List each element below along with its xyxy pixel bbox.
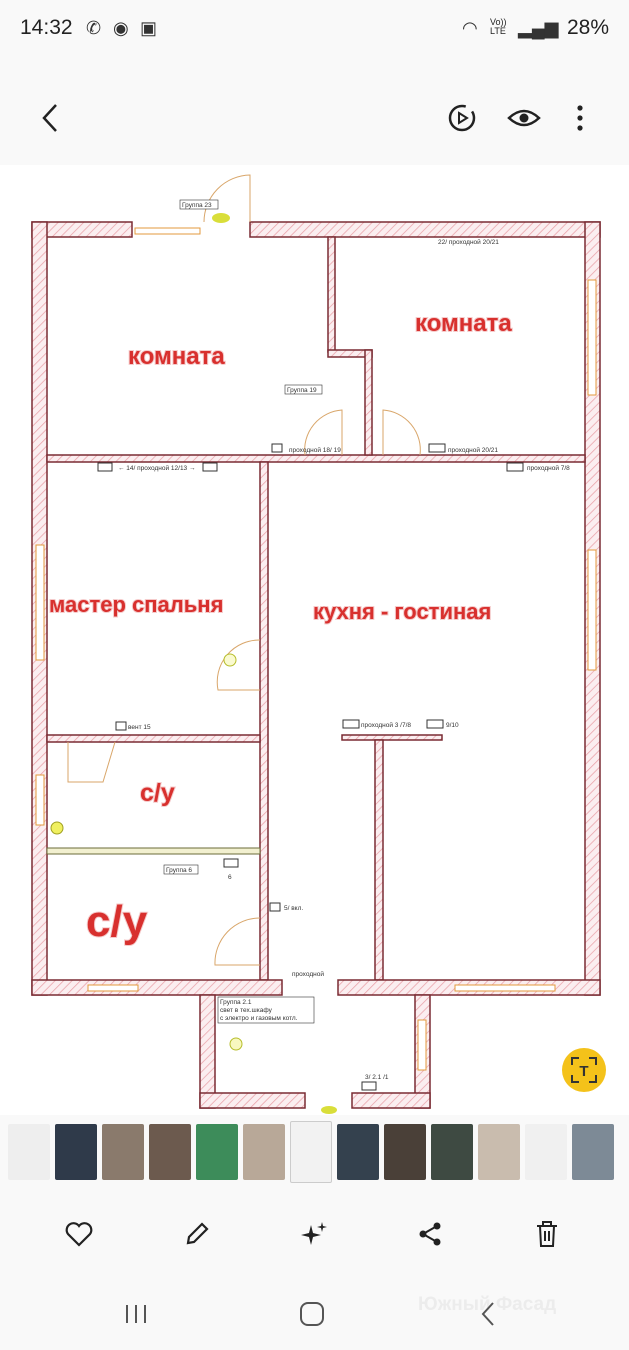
status-bar: 14:32 ✆ ◉ ▣ ◠ Vo)) LTE ▂▄▆ 28% [0,0,629,56]
battery-level: 28% [566,16,609,39]
thumbnail[interactable] [149,1124,191,1180]
switch-label: ← 14/ проходной 12/13 → [118,464,195,472]
room-label: с/у [86,897,148,946]
share-button[interactable] [408,1212,452,1256]
floor-plan-image: Группа 23 Группа 19 Группа 6 Группа 2.1 … [31,174,601,1114]
clock: 14:32 [20,16,73,39]
thumbnail[interactable] [337,1124,379,1180]
thumbnail[interactable] [196,1124,238,1180]
thumbnail[interactable] [384,1124,426,1180]
switch-label: проходной [292,970,324,978]
back-button[interactable] [28,96,72,140]
recents-icon [126,1305,146,1323]
svg-text:T: T [579,1063,588,1080]
thumbnail[interactable] [572,1124,614,1180]
switch-label: 3/ 2.1 /1 [365,1074,389,1081]
trash-icon [537,1221,557,1247]
text-scan-icon: T [571,1057,597,1083]
label-group19: Группа 19 [287,387,317,394]
thumbnail[interactable] [478,1124,520,1180]
annotations: Группа 23 Группа 19 Группа 6 Группа 2.1 … [118,199,570,1081]
label-group21-line3: с электро и газовым котл. [220,1015,298,1022]
pencil-icon [186,1222,209,1245]
recent-apps-button[interactable] [114,1294,158,1334]
bathroom-partition [46,847,261,855]
chrome-icon: ◉ [113,18,129,38]
thumbnail[interactable] [102,1124,144,1180]
thumbnail[interactable] [8,1124,50,1180]
label-group21-line2: свет в тех.шкафу [220,1007,273,1014]
eye-icon [507,109,541,127]
switch-label: 6 [228,874,232,881]
delete-button[interactable] [525,1212,569,1256]
thumbnail[interactable] [525,1124,567,1180]
doors [67,174,421,966]
label-group23: Группа 23 [182,202,212,209]
back-icon [481,1302,494,1326]
room-label: кухня - гостиная [313,599,491,624]
thumbnail-strip[interactable] [8,1121,614,1183]
home-icon [300,1302,324,1326]
watermark: Южный Фасад [418,1294,557,1315]
label-group21: Группа 2.1 [220,999,252,1006]
play-circle-icon [448,104,476,132]
switch-label: проходной 20/21 [448,446,498,454]
switch-label: 22/ проходной 20/21 [438,238,499,246]
view-button[interactable] [502,96,546,140]
switch-label: вент 15 [128,724,151,731]
gallery-icon: ▣ [140,18,158,38]
sparkle-icon [301,1222,327,1245]
switch-label: проходной 3 /7/8 [361,721,411,729]
label-group6: Группа 6 [166,867,192,874]
thumbnail[interactable] [243,1124,285,1180]
room-label: мастер спальня [49,592,223,617]
more-vertical-icon [577,105,583,131]
thumbnail[interactable] [55,1124,97,1180]
image-viewer[interactable] [0,165,629,1115]
motion-photo-button[interactable] [440,96,484,140]
thumbnail[interactable] [290,1121,332,1183]
favorite-button[interactable] [57,1212,101,1256]
network-type: Vo)) LTE [490,17,507,36]
heart-icon [65,1222,93,1247]
thumbnail[interactable] [431,1124,473,1180]
more-options-button[interactable] [558,96,602,140]
switch-label: 5/ вкл. [284,905,303,912]
fixtures [50,213,524,1114]
edit-button[interactable] [175,1212,219,1256]
room-label: комната [415,310,512,337]
switch-label: проходной 7/8 [527,464,570,472]
text-extract-button[interactable]: T [562,1048,606,1092]
whatsapp-icon: ✆ [86,18,102,38]
chevron-left-icon [42,104,57,132]
signal-icon: ▂▄▆ [518,18,559,38]
switch-label: проходной 18/ 19 [289,446,341,454]
wifi-icon: ◠ [462,18,478,38]
home-button[interactable] [290,1294,334,1334]
switch-label: 9/10 [446,722,459,729]
ai-enhance-button[interactable] [292,1212,336,1256]
windows [35,227,597,1071]
share-icon [419,1222,441,1246]
room-label: с/у [140,779,175,807]
room-label: комната [128,343,225,370]
system-back-button[interactable] [466,1294,510,1334]
